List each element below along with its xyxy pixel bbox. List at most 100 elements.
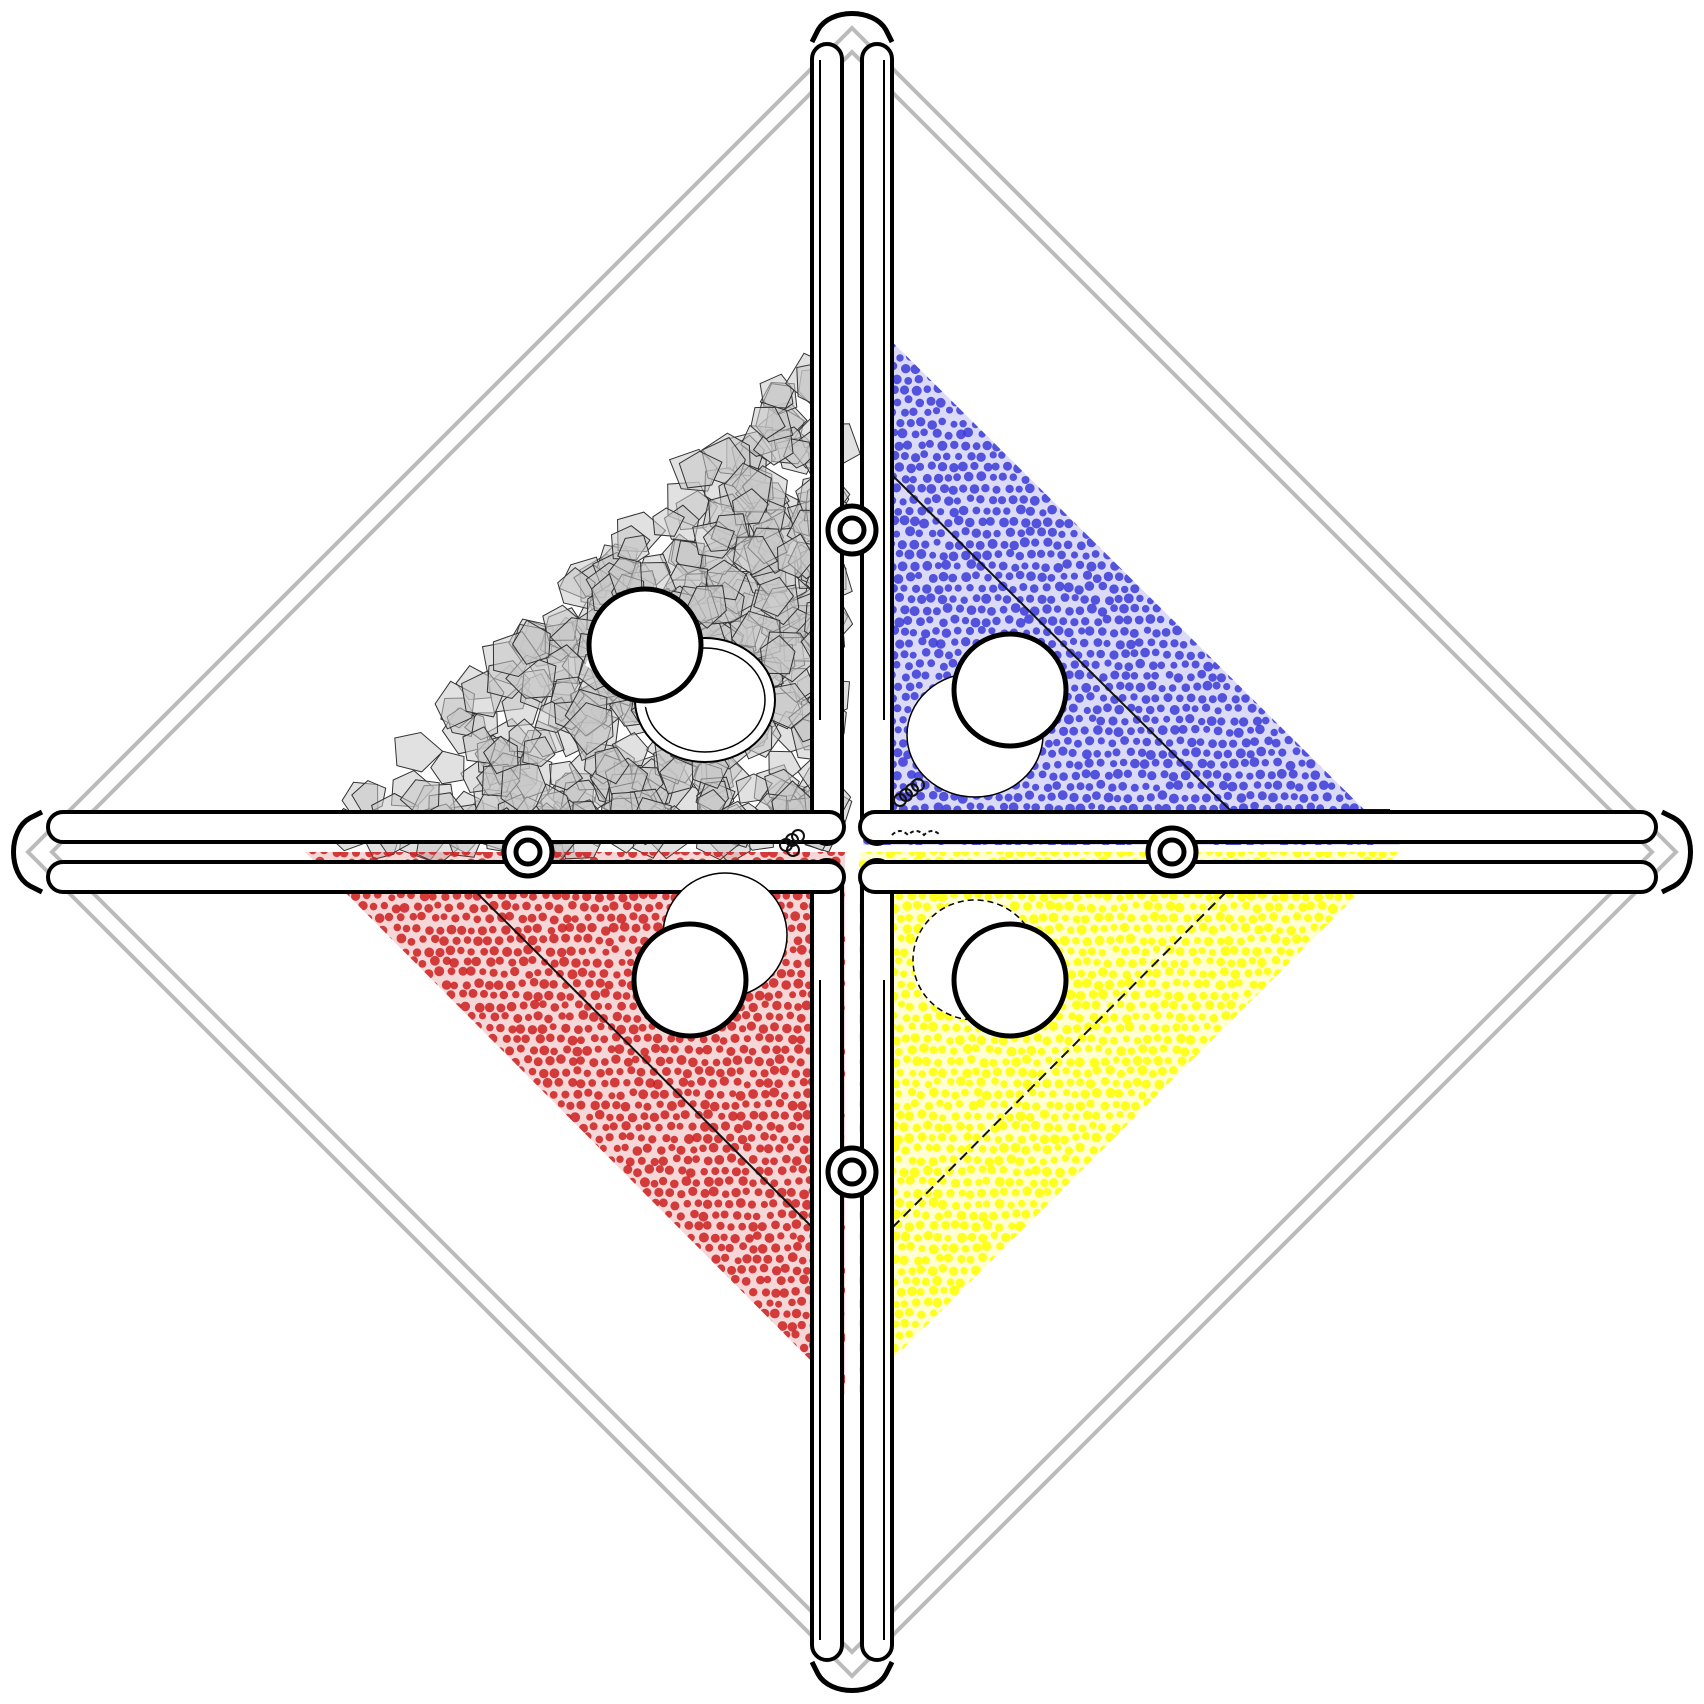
fill-dot	[473, 1198, 482, 1208]
fill-dot	[966, 802, 975, 811]
fill-dot	[1309, 540, 1317, 548]
fill-dot	[410, 1156, 418, 1165]
fill-dot	[905, 507, 914, 516]
fill-dot	[1389, 439, 1398, 448]
fill-dot	[417, 911, 426, 921]
fill-dot	[758, 1111, 768, 1121]
fill-dot	[666, 1101, 677, 1111]
fill-dot	[502, 1256, 510, 1264]
fill-dot	[623, 1165, 633, 1174]
fill-dot	[621, 1143, 629, 1152]
fill-dot	[754, 1056, 764, 1067]
fill-dot	[1069, 465, 1077, 473]
fill-dot	[729, 1090, 737, 1098]
fill-dot	[919, 518, 930, 529]
fill-dot	[763, 1319, 773, 1329]
fill-dot	[932, 453, 942, 462]
fill-dot	[403, 1298, 412, 1307]
fill-dot	[693, 1243, 701, 1251]
fill-dot	[529, 892, 537, 901]
fill-dot	[1341, 760, 1350, 770]
fill-dot	[932, 428, 942, 438]
fill-dot	[955, 604, 965, 613]
fill-dot	[1120, 627, 1129, 636]
fill-dot	[1151, 648, 1160, 657]
fill-dot	[964, 317, 975, 328]
fill-dot	[390, 990, 398, 998]
fill-dot	[783, 1001, 792, 1010]
fill-dot	[1264, 626, 1274, 636]
fill-dot	[1093, 750, 1101, 758]
fill-dot	[738, 1176, 748, 1186]
fill-dot	[1026, 462, 1034, 471]
fill-dot	[938, 571, 949, 582]
fill-dot	[395, 1135, 403, 1144]
fill-dot	[466, 1124, 477, 1134]
fill-dot	[412, 948, 422, 957]
fill-dot	[584, 913, 592, 922]
fill-dot	[408, 1289, 417, 1297]
fill-dot	[396, 933, 407, 944]
fill-dot	[976, 452, 986, 462]
fill-dot	[766, 1211, 775, 1219]
fill-dot	[1200, 440, 1209, 449]
fill-dot	[373, 1046, 381, 1055]
fill-dot	[1225, 592, 1235, 603]
fill-dot	[680, 1110, 690, 1120]
fill-dot	[381, 948, 390, 957]
fill-dot	[909, 539, 920, 550]
fill-dot	[716, 1264, 726, 1273]
fill-dot	[1008, 495, 1018, 505]
fill-dot	[1263, 560, 1272, 570]
fill-dot	[961, 441, 971, 451]
fill-dot	[1092, 705, 1102, 715]
fill-polygon	[652, 507, 685, 537]
fill-dot	[480, 1209, 491, 1220]
fill-dot	[1137, 483, 1146, 492]
fill-dot	[1247, 618, 1255, 627]
fill-dot	[1389, 487, 1398, 495]
fill-dot	[1202, 529, 1210, 538]
fill-dot	[324, 926, 334, 936]
fill-dot	[765, 1012, 774, 1021]
fill-dot	[1329, 650, 1340, 660]
fill-dot	[701, 1321, 710, 1330]
fill-dot	[1181, 549, 1191, 559]
fill-dot	[590, 1100, 600, 1111]
fill-dot	[1368, 638, 1376, 647]
fill-dot	[415, 1319, 424, 1327]
fill-dot	[567, 969, 578, 980]
fill-dot	[474, 1002, 485, 1013]
fill-dot	[500, 970, 508, 978]
fill-dot	[665, 1056, 674, 1065]
fill-dot	[576, 1100, 586, 1110]
fill-dot	[439, 1045, 448, 1054]
fill-dot	[792, 1156, 802, 1166]
fill-dot	[1124, 662, 1134, 671]
fill-dot	[622, 901, 632, 911]
fill-dot	[1317, 408, 1328, 419]
fill-dot	[345, 1274, 355, 1285]
fill-dot	[1283, 431, 1291, 439]
fill-dot	[978, 407, 987, 416]
fill-dot	[364, 1069, 372, 1077]
fill-dot	[412, 1121, 421, 1131]
fill-dot	[542, 1077, 553, 1088]
fill-dot	[571, 958, 581, 968]
fill-dot	[716, 1068, 725, 1078]
fill-dot	[1263, 650, 1273, 659]
fill-dot	[479, 1012, 486, 1020]
fill-dot	[386, 1264, 395, 1273]
fill-dot	[460, 1200, 470, 1210]
fill-dot	[1217, 717, 1226, 726]
fill-dot	[357, 1036, 367, 1045]
fill-dot	[1268, 748, 1276, 756]
fill-dot	[309, 1176, 319, 1186]
fill-dot	[1145, 331, 1155, 340]
fill-dot	[572, 1046, 583, 1057]
fill-dot	[458, 966, 468, 976]
fill-dot	[633, 1168, 642, 1178]
fill-dot	[402, 924, 411, 933]
fill-dot	[1305, 386, 1314, 395]
fill-dot	[657, 1254, 665, 1262]
